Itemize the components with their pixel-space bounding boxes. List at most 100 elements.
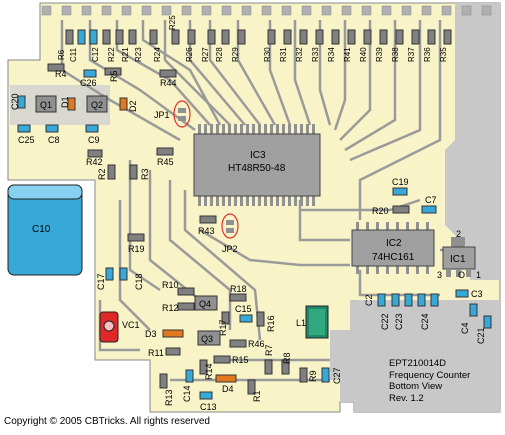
label-r2: R2 — [97, 168, 107, 180]
label-l1: L1 — [296, 318, 306, 328]
caption-title: Frequency Counter — [389, 369, 471, 381]
label-r38: R38 — [391, 47, 400, 62]
label-c22: C22 — [380, 313, 390, 330]
jp1-marker — [173, 100, 191, 128]
label-r21: R21 — [121, 47, 130, 62]
label-r25: R25 — [168, 15, 177, 30]
left-cluster — [17, 63, 177, 180]
ic3-ref: IC3 — [250, 150, 266, 161]
ic2-ref: IC2 — [386, 238, 402, 249]
ic2-part: 74HC161 — [372, 252, 415, 263]
label-r8: R8 — [282, 352, 292, 364]
label-ic1-pin-o: O — [458, 270, 465, 280]
label-r5: R5 — [109, 70, 119, 82]
label-r15: R15 — [232, 355, 249, 365]
copyright-notice: Copyright © 2005 CBTricks. All rights re… — [4, 416, 210, 427]
label-c26: C26 — [80, 78, 97, 88]
label-jp2: JP2 — [222, 244, 238, 254]
ic1-chip: IC1 2 3 O 1 — [437, 229, 481, 280]
label-r11: R11 — [148, 348, 164, 358]
label-c18: C18 — [134, 273, 144, 290]
label-c14: C14 — [182, 385, 192, 402]
label-r12: R12 — [162, 303, 179, 313]
left-cluster-labels: R4 R5 C26 C20 Q1 Q2 D1 D2 C25 C8 C9 R42 … — [10, 69, 177, 180]
ic1-ref: IC1 — [450, 254, 466, 265]
label-c10: C10 — [32, 224, 51, 235]
label-r33: R33 — [311, 47, 320, 62]
label-r27: R27 — [201, 47, 210, 62]
caption-view: Bottom View — [389, 381, 443, 392]
jp2-marker — [221, 213, 239, 239]
label-d4: D4 — [222, 384, 234, 394]
label-ic1-pin2: 2 — [456, 229, 461, 239]
label-r20: R20 — [372, 206, 389, 216]
label-r37: R37 — [407, 47, 416, 62]
copper-pour-bottom-right — [330, 300, 500, 412]
label-d1: D1 — [60, 96, 70, 108]
label-r42: R42 — [86, 157, 103, 167]
label-d2: D2 — [128, 100, 138, 112]
label-r39: R39 — [375, 47, 384, 62]
label-c23: C23 — [394, 313, 404, 330]
ic2-chip: IC2 74HC161 — [351, 222, 435, 274]
label-r29: R29 — [231, 47, 240, 62]
pad-array — [41, 5, 492, 16]
label-r23: R23 — [134, 47, 143, 62]
label-r46: R46 — [248, 339, 265, 349]
label-r6: R6 — [57, 49, 66, 60]
ic3-chip: IC3 HT48R50-48 — [193, 124, 321, 206]
label-r16: R16 — [266, 315, 276, 332]
label-c20: C20 — [10, 93, 20, 110]
label-r10: R10 — [162, 280, 179, 290]
label-r1: R1 — [252, 390, 262, 402]
label-r41: R41 — [343, 47, 352, 62]
copper-pour-right — [445, 3, 500, 280]
label-r14: R14 — [204, 363, 214, 380]
label-r31: R31 — [279, 47, 288, 62]
label-c7: C7 — [425, 195, 437, 205]
label-c17: C17 — [96, 273, 106, 290]
label-r36: R36 — [423, 47, 432, 62]
label-c25: C25 — [18, 135, 35, 145]
label-c12: C12 — [91, 47, 100, 62]
label-q4: Q4 — [199, 299, 211, 309]
label-ic1-pin1: 1 — [476, 270, 481, 280]
label-r3: R3 — [140, 168, 150, 180]
label-r7: R7 — [264, 344, 274, 356]
label-c27: C27 — [332, 367, 342, 384]
label-r30: R30 — [263, 47, 272, 62]
label-jp1: JP1 — [154, 110, 170, 120]
label-vc1: VC1 — [122, 320, 140, 330]
label-r19: R19 — [128, 244, 145, 254]
middle-bottom-cluster: R10 R12 R18 Q4 C15 VC1 D3 R17 R16 Q3 R46… — [99, 280, 342, 412]
label-c2: C2 — [364, 294, 374, 306]
label-c3: C3 — [471, 289, 483, 299]
label-r17: R17 — [218, 319, 228, 336]
caption-revision: Rev. 1.2 — [389, 392, 424, 404]
label-d3: D3 — [145, 329, 157, 339]
label-c24: C24 — [420, 313, 430, 330]
label-r28: R28 — [215, 47, 224, 62]
ic3-part: HT48R50-48 — [228, 163, 286, 174]
label-q3: Q3 — [201, 334, 213, 344]
c10-capacitor: C10 — [7, 184, 83, 276]
label-r40: R40 — [359, 47, 368, 62]
label-ic1-pin3: 3 — [437, 270, 442, 280]
board-caption: EPT210014D Frequency Counter Bottom View… — [389, 358, 470, 404]
l1-inductor: L1 — [296, 305, 329, 339]
label-q1: Q1 — [40, 100, 52, 110]
label-r24: R24 — [153, 47, 162, 62]
label-c11: C11 — [69, 47, 78, 62]
label-r4: R4 — [55, 69, 67, 79]
label-c9: C9 — [88, 135, 100, 145]
label-q2: Q2 — [91, 100, 103, 110]
cap-row-c2-c24: C2 C22 C23 C24 — [364, 293, 439, 330]
label-r43: R43 — [198, 226, 215, 236]
top-row-components — [65, 29, 452, 45]
label-r18: R18 — [230, 284, 247, 294]
label-c8: C8 — [48, 135, 60, 145]
label-r34: R34 — [327, 47, 336, 62]
label-c21: C21 — [476, 327, 486, 344]
top-row-labels: R6 C11 C12 R22 R21 R23 R24 R25 R26 R27 R… — [57, 15, 448, 62]
